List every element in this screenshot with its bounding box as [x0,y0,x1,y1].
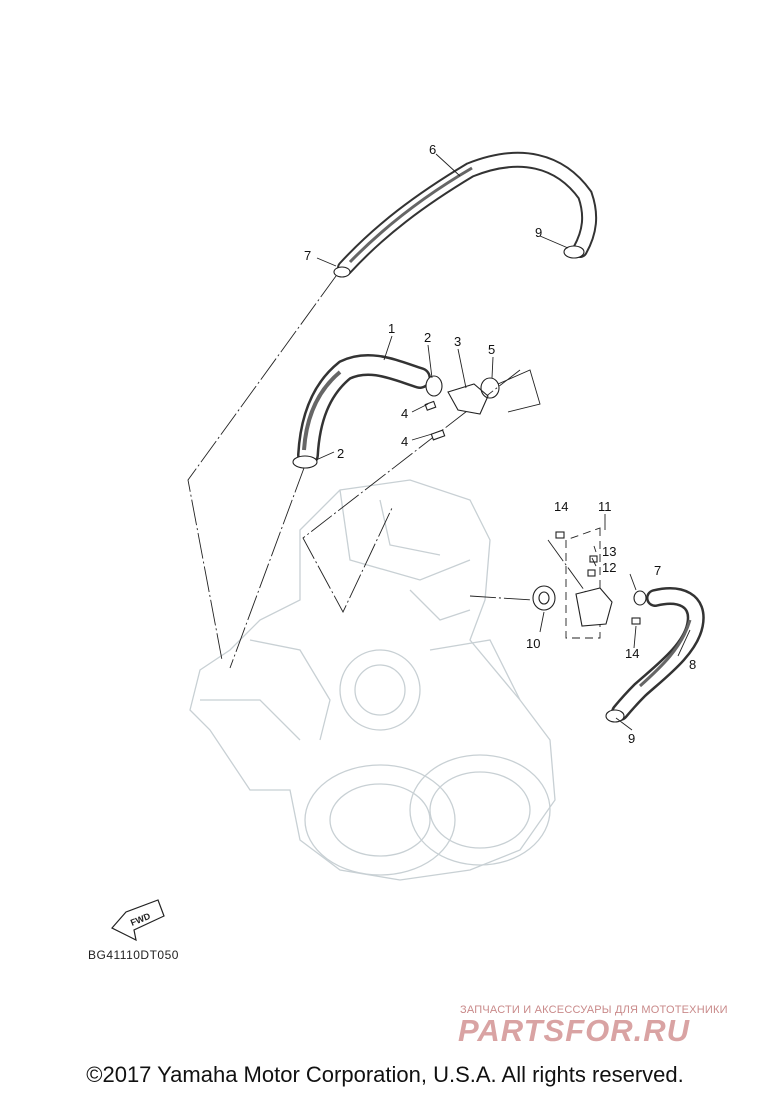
gasket-leader-box [497,369,541,413]
callout-5: 5 [488,342,495,357]
callout-2a: 2 [424,330,431,345]
callout-14a: 14 [554,499,568,514]
callout-12: 12 [602,560,616,575]
hose-6 [337,151,598,276]
callout-2b: 2 [337,446,344,461]
callout-1: 1 [388,321,395,336]
callout-13: 13 [602,544,616,559]
callout-7a: 7 [304,248,311,263]
callout-numbers: 1 2 2 3 4 4 5 6 7 7 8 9 9 10 11 12 13 14… [304,142,696,746]
callout-9b: 9 [628,731,635,746]
leader-lines [187,275,601,669]
fwd-arrow-icon: FWD [111,899,165,942]
callout-9a: 9 [535,225,542,240]
hose-1 [297,353,431,466]
callout-4b: 4 [401,434,408,449]
callout-6: 6 [429,142,436,157]
callout-7b: 7 [654,563,661,578]
callout-3: 3 [454,334,461,349]
callout-11: 11 [598,499,612,514]
watermark-logo: PARTSFOR.RU [458,1013,691,1048]
callout-ticks [315,153,691,731]
callout-8: 8 [689,657,696,672]
callout-14b: 14 [625,646,639,661]
diagram-code: BG41110DT050 [88,948,179,962]
clamps-and-fittings [292,245,647,723]
callout-4a: 4 [401,406,408,421]
hose-8 [611,587,705,721]
callout-10: 10 [526,636,540,651]
copyright-notice: ©2017 Yamaha Motor Corporation, U.S.A. A… [86,1062,684,1087]
watermark-tagline: ЗАПЧАСТИ И АКСЕССУАРЫ ДЛЯ МОТОТЕХНИКИ [460,1004,728,1016]
engine-outline [189,479,556,881]
